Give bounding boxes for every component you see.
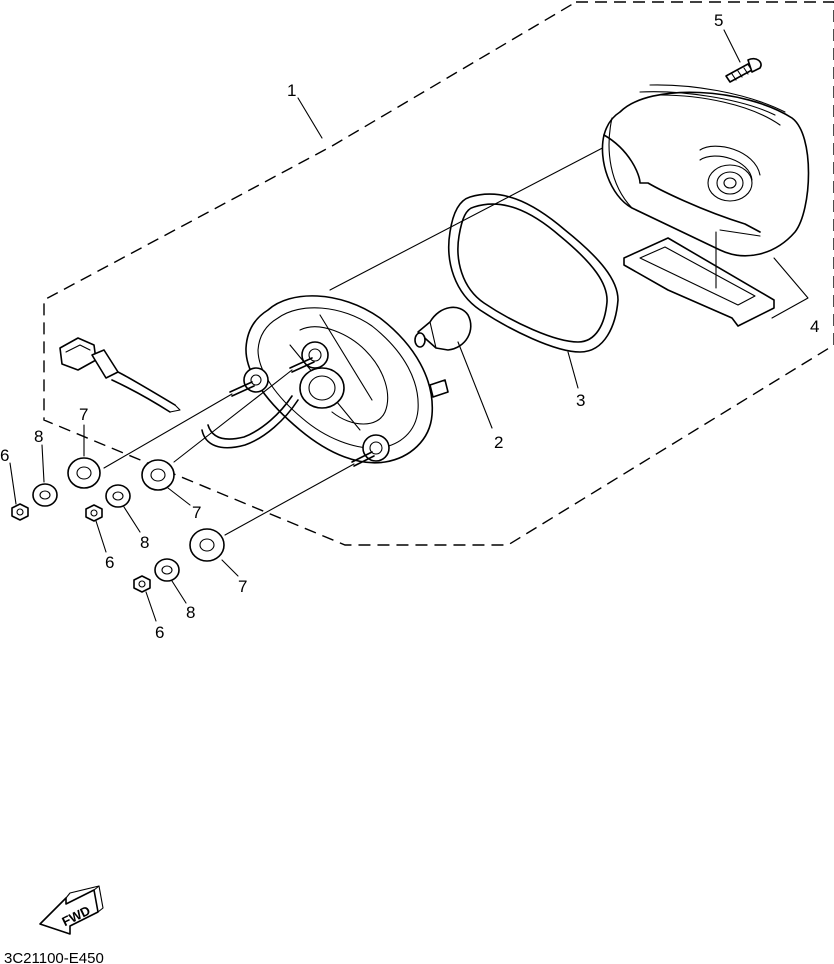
bolt-axis-upper xyxy=(103,393,233,469)
leader-6a xyxy=(9,462,17,505)
reflector-plate xyxy=(623,231,775,327)
callout-3: 3 xyxy=(576,391,585,410)
assembly-boundary xyxy=(43,1,834,546)
gasket xyxy=(448,193,619,353)
collar-middle xyxy=(105,484,131,508)
callout-6-lower: 6 xyxy=(155,623,164,642)
callout-7-lower: 7 xyxy=(238,577,247,596)
nut-middle xyxy=(85,504,103,522)
nut-upper xyxy=(11,503,29,521)
callout-7-middle: 7 xyxy=(192,503,201,522)
leader-6b xyxy=(95,520,107,553)
callout-5: 5 xyxy=(714,11,723,30)
leader-5 xyxy=(723,29,741,63)
bolt-axis-middle xyxy=(173,369,293,463)
leader-8c xyxy=(171,580,187,604)
callout-1: 1 xyxy=(287,81,296,100)
leader-3 xyxy=(567,351,579,389)
grommet-middle xyxy=(141,459,175,491)
callout-7-upper: 7 xyxy=(79,405,88,424)
grommet-lower xyxy=(189,528,225,562)
callout-2: 2 xyxy=(494,433,503,452)
lens-cover xyxy=(601,84,810,257)
collar-lower xyxy=(154,558,180,582)
figure-code: 3C21100-E450 xyxy=(4,950,104,964)
callout-6-middle: 6 xyxy=(105,553,114,572)
screw xyxy=(725,57,762,83)
wire-harness xyxy=(59,337,299,449)
leader-4 xyxy=(771,257,809,319)
grommet-upper xyxy=(67,457,101,489)
forward-direction-arrow: FWD xyxy=(39,885,104,935)
nut-lower xyxy=(133,575,151,593)
callout-8-middle: 8 xyxy=(140,533,149,552)
leader-7b xyxy=(167,487,191,506)
callout-4: 4 xyxy=(810,317,819,336)
leader-6c xyxy=(145,591,157,622)
leader-7c xyxy=(221,559,239,577)
taillight-housing xyxy=(229,295,449,467)
bulb xyxy=(414,306,472,351)
collar-upper xyxy=(32,483,58,507)
leader-8a xyxy=(41,444,45,483)
leader-8b xyxy=(123,506,141,533)
callout-6-upper: 6 xyxy=(0,446,9,465)
leader-1 xyxy=(297,97,323,139)
bolt-axis-lower xyxy=(224,463,355,536)
callout-8-upper: 8 xyxy=(34,427,43,446)
leader-2 xyxy=(457,341,493,429)
callout-8-lower: 8 xyxy=(186,603,195,622)
